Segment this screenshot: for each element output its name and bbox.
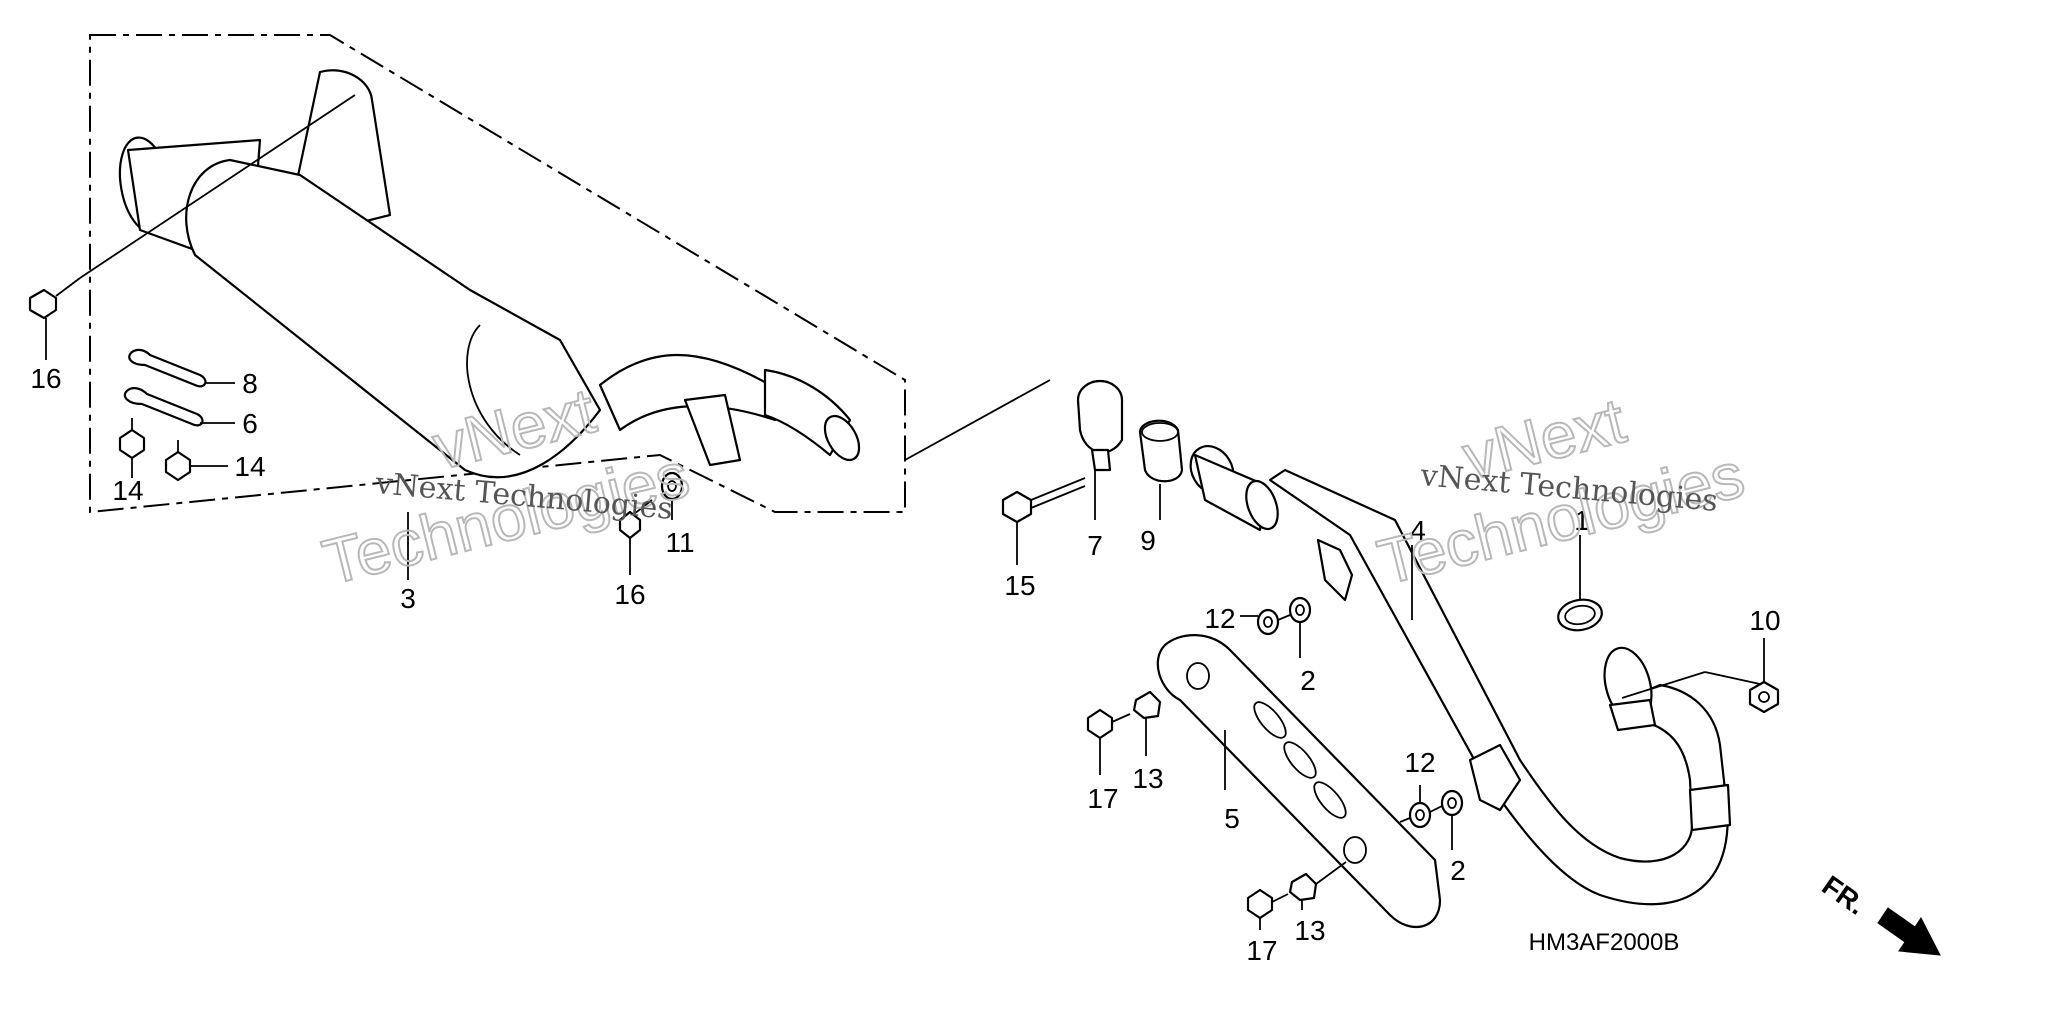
gasket-1 bbox=[1557, 598, 1603, 632]
callout-12-lower: 12 bbox=[1404, 747, 1435, 778]
callout-16-upper: 16 bbox=[30, 363, 61, 394]
callout-14-right: 14 bbox=[234, 451, 265, 482]
callout-4: 4 bbox=[1410, 515, 1426, 546]
bolt-17-lower bbox=[1246, 888, 1289, 920]
callout-16-lower: 16 bbox=[614, 579, 645, 610]
callout-numbers: 16 8 6 14 14 3 16 11 15 7 9 4 1 10 12 2 … bbox=[30, 363, 1780, 966]
washer-13-upper bbox=[1132, 690, 1162, 720]
nut-10 bbox=[1748, 680, 1780, 714]
washer-13-lower bbox=[1288, 872, 1318, 902]
callout-9: 9 bbox=[1140, 525, 1156, 556]
callout-8: 8 bbox=[242, 368, 258, 399]
bolt-16-lower bbox=[618, 499, 653, 540]
callout-2-lower: 2 bbox=[1450, 855, 1466, 886]
bolt-17-upper bbox=[1086, 708, 1131, 740]
front-label: FR. bbox=[1817, 870, 1872, 921]
heat-shield bbox=[1156, 634, 1442, 929]
collar-2-lower bbox=[1440, 789, 1464, 817]
gasket-9 bbox=[1138, 419, 1184, 483]
bolt-14-right bbox=[164, 440, 192, 482]
front-direction-indicator: FR. bbox=[1817, 870, 1941, 956]
washer-12-upper bbox=[1256, 608, 1280, 636]
callout-5: 5 bbox=[1224, 803, 1240, 834]
muffler-assembly-boundary bbox=[89, 34, 906, 514]
callout-2-upper: 2 bbox=[1300, 665, 1316, 696]
callout-11: 11 bbox=[665, 527, 694, 558]
callout-17-upper: 17 bbox=[1087, 783, 1118, 814]
callout-12-upper: 12 bbox=[1204, 603, 1235, 634]
bolt-15 bbox=[1001, 477, 1086, 524]
callout-13-upper: 13 bbox=[1132, 763, 1163, 794]
front-arrow-icon bbox=[1877, 907, 1941, 956]
callout-17-lower: 17 bbox=[1246, 935, 1277, 966]
watermark-right: vNext Technologies vNext Technologies bbox=[1370, 383, 1752, 599]
callout-7: 7 bbox=[1087, 530, 1103, 561]
leader-lines bbox=[45, 94, 1765, 930]
gasket-8 bbox=[128, 348, 207, 388]
exhaust-pipe bbox=[1189, 445, 1732, 906]
collar-2-upper bbox=[1288, 596, 1312, 624]
callout-3: 3 bbox=[400, 583, 416, 614]
callout-6: 6 bbox=[242, 408, 258, 439]
callout-1: 1 bbox=[1574, 505, 1590, 536]
gasket-6 bbox=[123, 387, 204, 427]
callout-14-left: 14 bbox=[112, 475, 143, 506]
diagram-code: HM3AF2000B bbox=[1529, 929, 1680, 956]
callout-15: 15 bbox=[1004, 570, 1035, 601]
callout-13-lower: 13 bbox=[1294, 915, 1325, 946]
clamp-7 bbox=[1076, 379, 1124, 472]
bolt-16-upper bbox=[28, 277, 81, 320]
callout-10: 10 bbox=[1749, 605, 1780, 636]
muffler bbox=[118, 69, 861, 479]
washer-12-lower bbox=[1408, 801, 1432, 829]
bolt-14-left bbox=[118, 418, 146, 460]
